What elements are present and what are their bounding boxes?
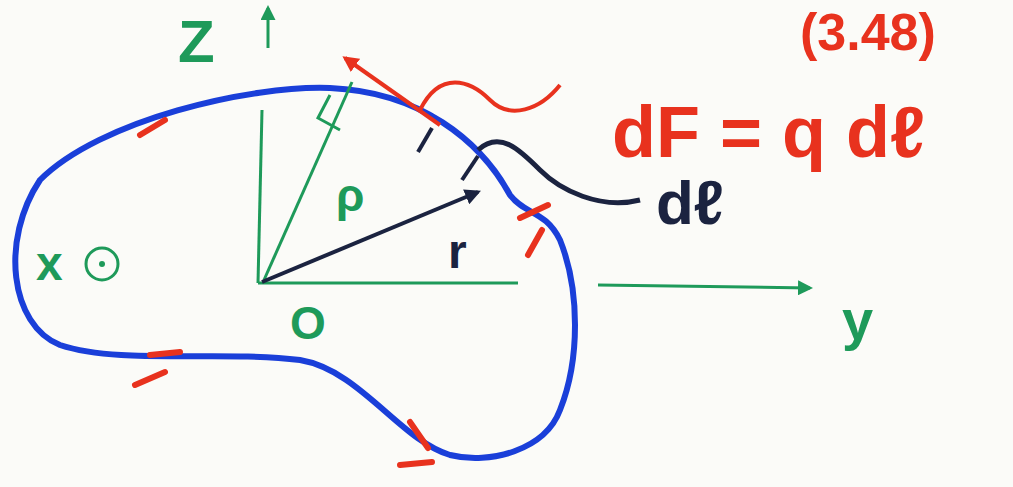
y-axis-arrow	[598, 285, 810, 288]
out-of-page-dot	[99, 261, 105, 267]
equation-number: (3.48)	[800, 6, 936, 58]
y-axis	[258, 282, 518, 285]
equation: dF = q dℓ	[612, 96, 925, 168]
origin-label: O	[290, 300, 326, 346]
axis-label: Z	[178, 12, 215, 72]
z-axis-arrow	[267, 8, 270, 48]
right-angle-mark	[318, 95, 340, 130]
z-axis	[258, 110, 262, 283]
element-label: dℓ	[656, 172, 724, 234]
vector-label: r	[448, 228, 467, 276]
r-vector	[262, 192, 478, 282]
vector-tilde	[420, 83, 560, 111]
distance-label: ρ	[336, 172, 364, 218]
current-direction-marks	[135, 120, 548, 465]
dl-tick	[462, 156, 478, 180]
out-of-page-symbol	[86, 248, 118, 280]
axis-label: y	[842, 292, 873, 348]
dl-tick	[418, 128, 432, 152]
tangent-arrow	[345, 58, 440, 125]
axis-label: x	[36, 240, 63, 288]
